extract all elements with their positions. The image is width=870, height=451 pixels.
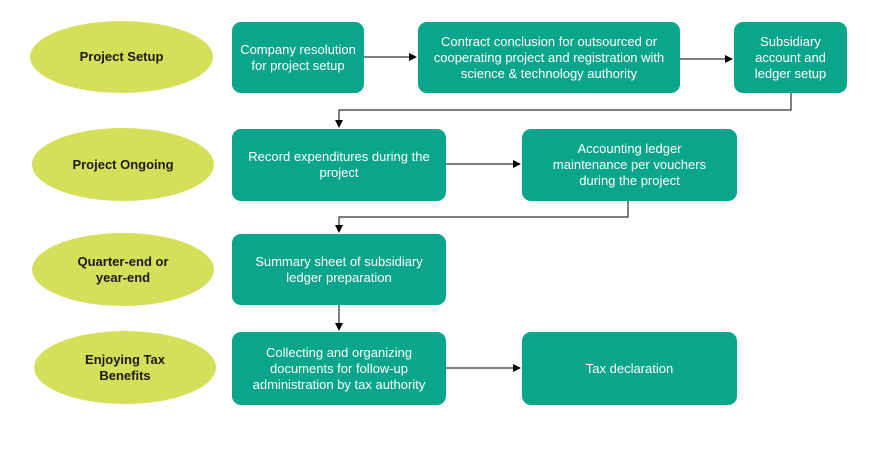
- step-label: Collecting and organizing documents for …: [252, 344, 426, 392]
- step-label: Subsidiary account and ledger setup: [754, 33, 827, 81]
- step-contract-conclusion: Contract conclusion for outsourced or co…: [418, 22, 680, 93]
- phase-label: Project Ongoing: [72, 156, 174, 172]
- step-label: Tax declaration: [585, 360, 674, 376]
- step-tax-declaration: Tax declaration: [522, 332, 737, 405]
- phase-project-ongoing: Project Ongoing: [32, 128, 214, 201]
- phase-label: Enjoying Tax Benefits: [85, 351, 165, 383]
- phase-label: Quarter-end or year-end: [77, 253, 169, 285]
- step-label: Contract conclusion for outsourced or co…: [433, 33, 665, 81]
- step-summary-sheet: Summary sheet of subsidiary ledger prepa…: [232, 234, 446, 305]
- step-label: Company resolution for project setup: [240, 41, 356, 73]
- step-ledger-maintenance: Accounting ledger maintenance per vouche…: [522, 129, 737, 201]
- step-collecting-documents: Collecting and organizing documents for …: [232, 332, 446, 405]
- phase-project-setup: Project Setup: [30, 21, 213, 93]
- step-label: Summary sheet of subsidiary ledger prepa…: [255, 253, 423, 285]
- arrow-subsidiary-to-record: [335, 93, 792, 128]
- phase-tax-benefits: Enjoying Tax Benefits: [34, 331, 216, 404]
- step-label: Accounting ledger maintenance per vouche…: [552, 141, 707, 188]
- phase-label: Project Setup: [79, 49, 164, 64]
- step-company-resolution: Company resolution for project setup: [232, 22, 364, 93]
- step-label: Record expenditures during the project: [248, 149, 430, 180]
- step-record-expenditures: Record expenditures during the project: [232, 129, 446, 201]
- phase-quarter-end: Quarter-end or year-end: [32, 233, 214, 306]
- arrow-ledger-to-summary: [335, 201, 629, 233]
- step-subsidiary-account: Subsidiary account and ledger setup: [734, 22, 847, 93]
